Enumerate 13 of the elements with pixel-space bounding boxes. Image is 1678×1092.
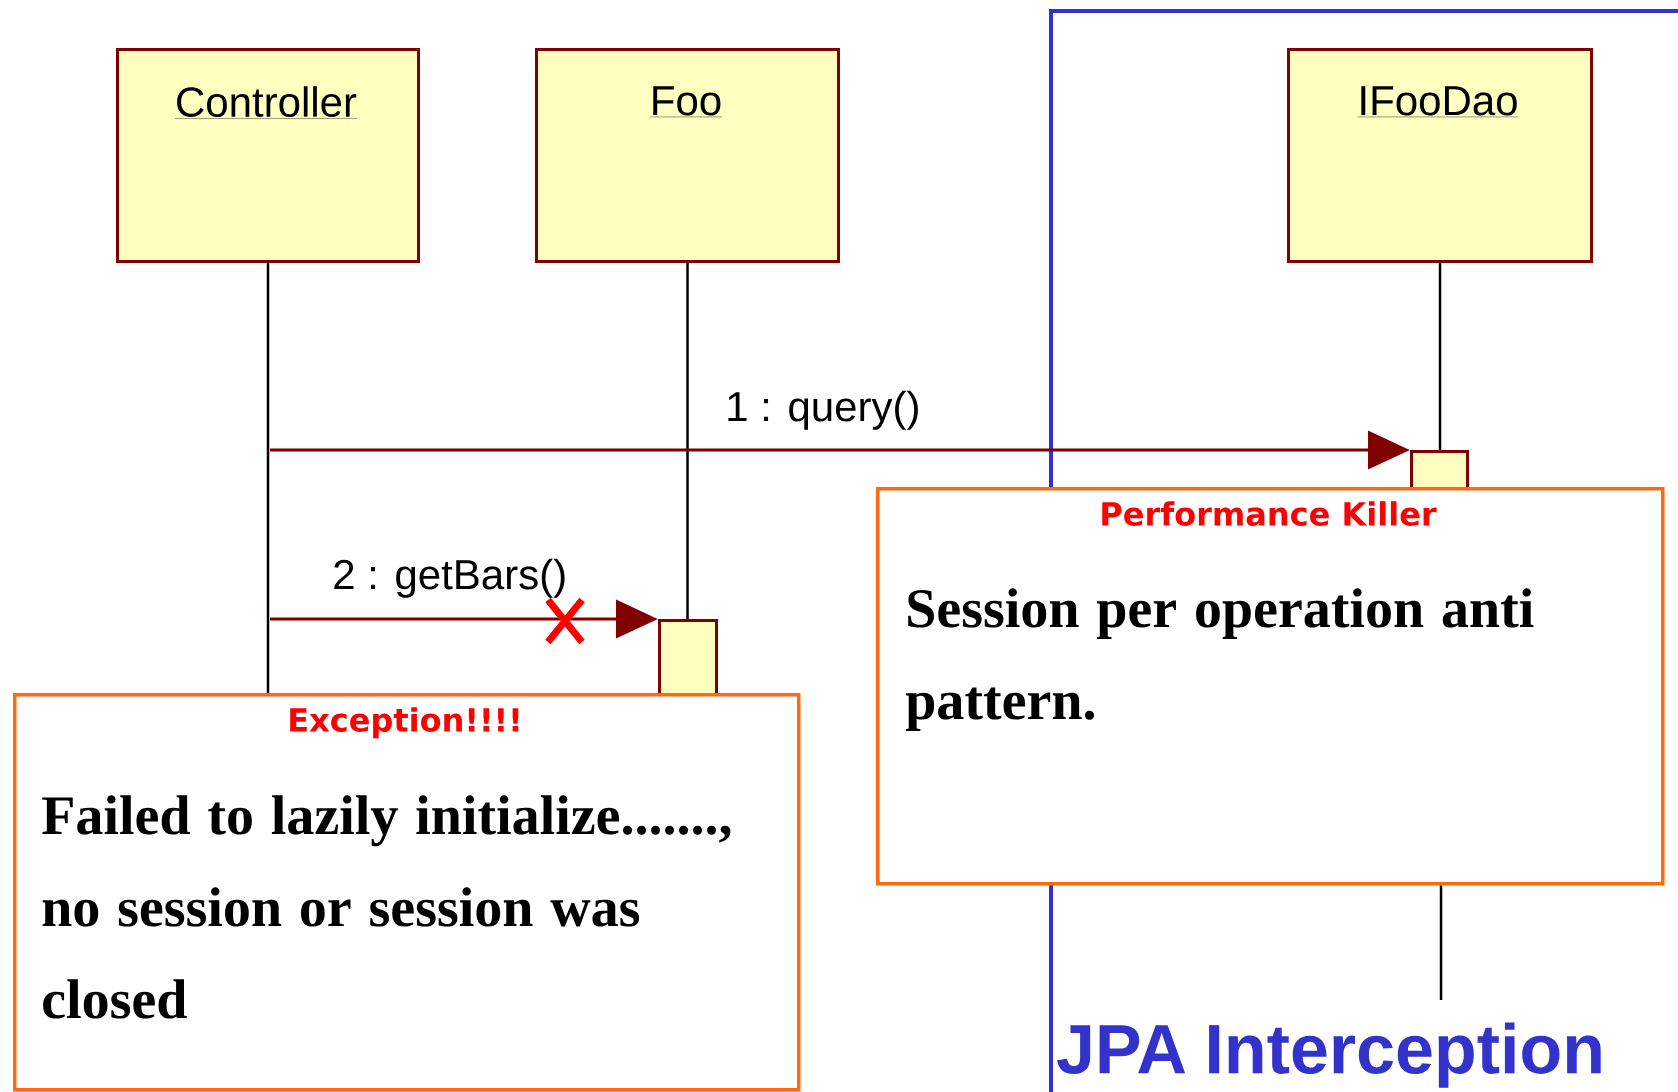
- object-box: IFooDao: [1287, 48, 1593, 263]
- activation-box: [1410, 450, 1469, 490]
- activation-box: [658, 619, 718, 696]
- object-box: Foo: [535, 48, 840, 263]
- note-box: Exception!!!! Failed to lazily initialize......., no session or session was closed: [13, 693, 801, 1092]
- lifeline: [1439, 885, 1443, 1000]
- lifeline: [1438, 263, 1442, 450]
- message-label: 2 : getBars(): [334, 558, 565, 598]
- message-label: 1 : query(): [728, 390, 918, 430]
- object-box: Controller: [116, 48, 420, 263]
- lifeline: [686, 263, 689, 619]
- note-box: Performance Killer Session per operation anti pattern.: [876, 487, 1665, 886]
- lifeline: [266, 263, 270, 693]
